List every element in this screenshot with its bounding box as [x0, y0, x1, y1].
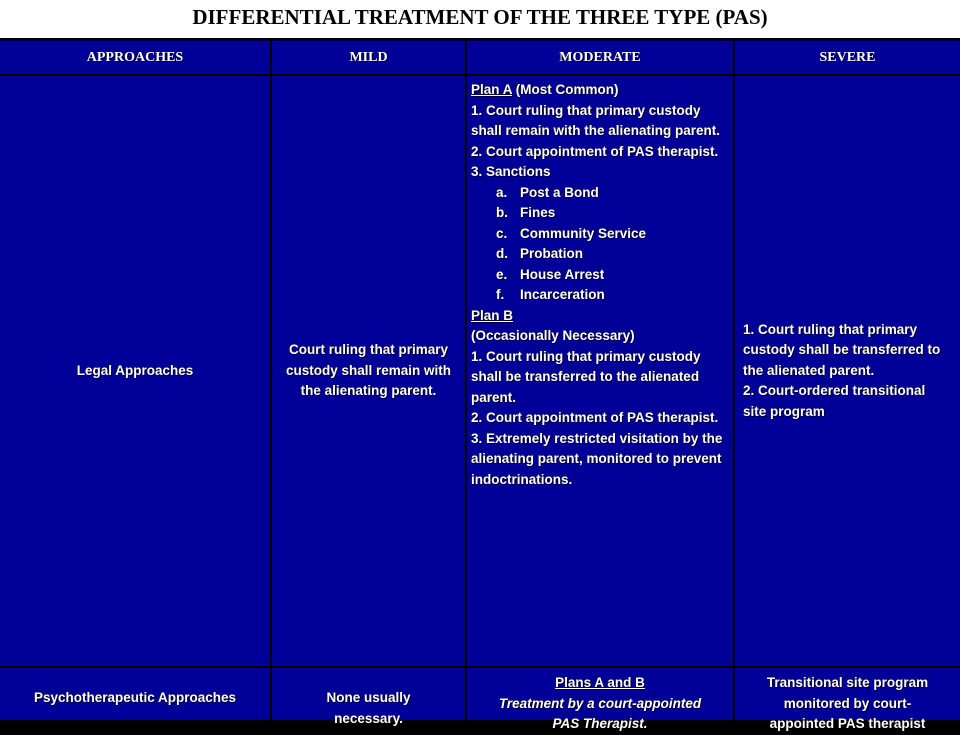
- plan-b-note: (Occasionally Necessary): [471, 328, 635, 343]
- psycho-mild-text: None usually necessary.: [326, 690, 411, 726]
- psycho-severe-cell: Transitional site program monitored by c…: [735, 668, 960, 731]
- psycho-approaches-label: Psychotherapeutic Approaches: [33, 690, 237, 705]
- psycho-moderate-cell: Plans A and B Treatment by a court-appoi…: [467, 668, 733, 731]
- psycho-moderate-text: Treatment by a court-appointed PAS Thera…: [498, 695, 702, 732]
- plan-a-note: (Most Common): [515, 82, 619, 97]
- page-title: DIFFERENTIAL TREATMENT OF THE THREE TYPE…: [192, 5, 768, 29]
- psycho-approaches-cell: Psychotherapeutic Approaches: [0, 668, 270, 720]
- plan-a-heading: Plan A (Most Common): [471, 80, 729, 101]
- header-severe: SEVERE: [735, 41, 960, 74]
- legal-moderate-cell: Plan A (Most Common) 1. Court ruling tha…: [467, 76, 733, 666]
- plan-a-item-3: 3. Sanctions: [471, 164, 551, 179]
- header-approaches: APPROACHES: [0, 41, 270, 74]
- sanction-item: b.Fines: [496, 205, 556, 220]
- header-mild: MILD: [272, 41, 465, 74]
- plan-b-title: Plan B: [471, 307, 514, 323]
- plans-a-b-title: Plans A and B: [555, 675, 645, 690]
- sanction-item: a.Post a Bond: [496, 184, 599, 200]
- sanction-item: c.Community Service: [496, 225, 647, 241]
- severe-item-2: 2. Court-ordered transitional site progr…: [743, 383, 926, 419]
- legal-approaches-label: Legal Approaches: [76, 362, 194, 378]
- severe-item-1: 1. Court ruling that primary custody sha…: [743, 321, 941, 378]
- plan-b-item-1: 1. Court ruling that primary custody sha…: [471, 348, 701, 405]
- plan-b-item-3: 3. Extremely restricted visitation by th…: [471, 430, 723, 487]
- psycho-severe-text: Transitional site program monitored by c…: [766, 675, 929, 731]
- legal-approaches-cell: Legal Approaches: [0, 76, 270, 666]
- legal-mild-cell: Court ruling that primary custody shall …: [272, 76, 465, 666]
- legal-severe-cell: 1. Court ruling that primary custody sha…: [735, 76, 960, 666]
- sanction-item: f.Incarceration: [496, 287, 605, 302]
- psycho-mild-cell: None usually necessary.: [272, 668, 465, 726]
- plan-a-item-2: 2. Court appointment of PAS therapist.: [471, 143, 719, 159]
- plan-a-item-1: 1. Court ruling that primary custody sha…: [471, 102, 721, 139]
- plan-b-item-2: 2. Court appointment of PAS therapist.: [471, 410, 719, 425]
- sanction-item: d.Probation: [496, 246, 583, 261]
- plan-a-title: Plan A: [471, 82, 513, 97]
- treatment-table: APPROACHES MILD MODERATE SEVERE Legal Ap…: [0, 38, 960, 731]
- sanction-item: e.House Arrest: [496, 266, 605, 282]
- header-moderate: MODERATE: [467, 41, 733, 74]
- title-bar: DIFFERENTIAL TREATMENT OF THE THREE TYPE…: [0, 0, 960, 38]
- legal-mild-text: Court ruling that primary custody shall …: [285, 342, 452, 399]
